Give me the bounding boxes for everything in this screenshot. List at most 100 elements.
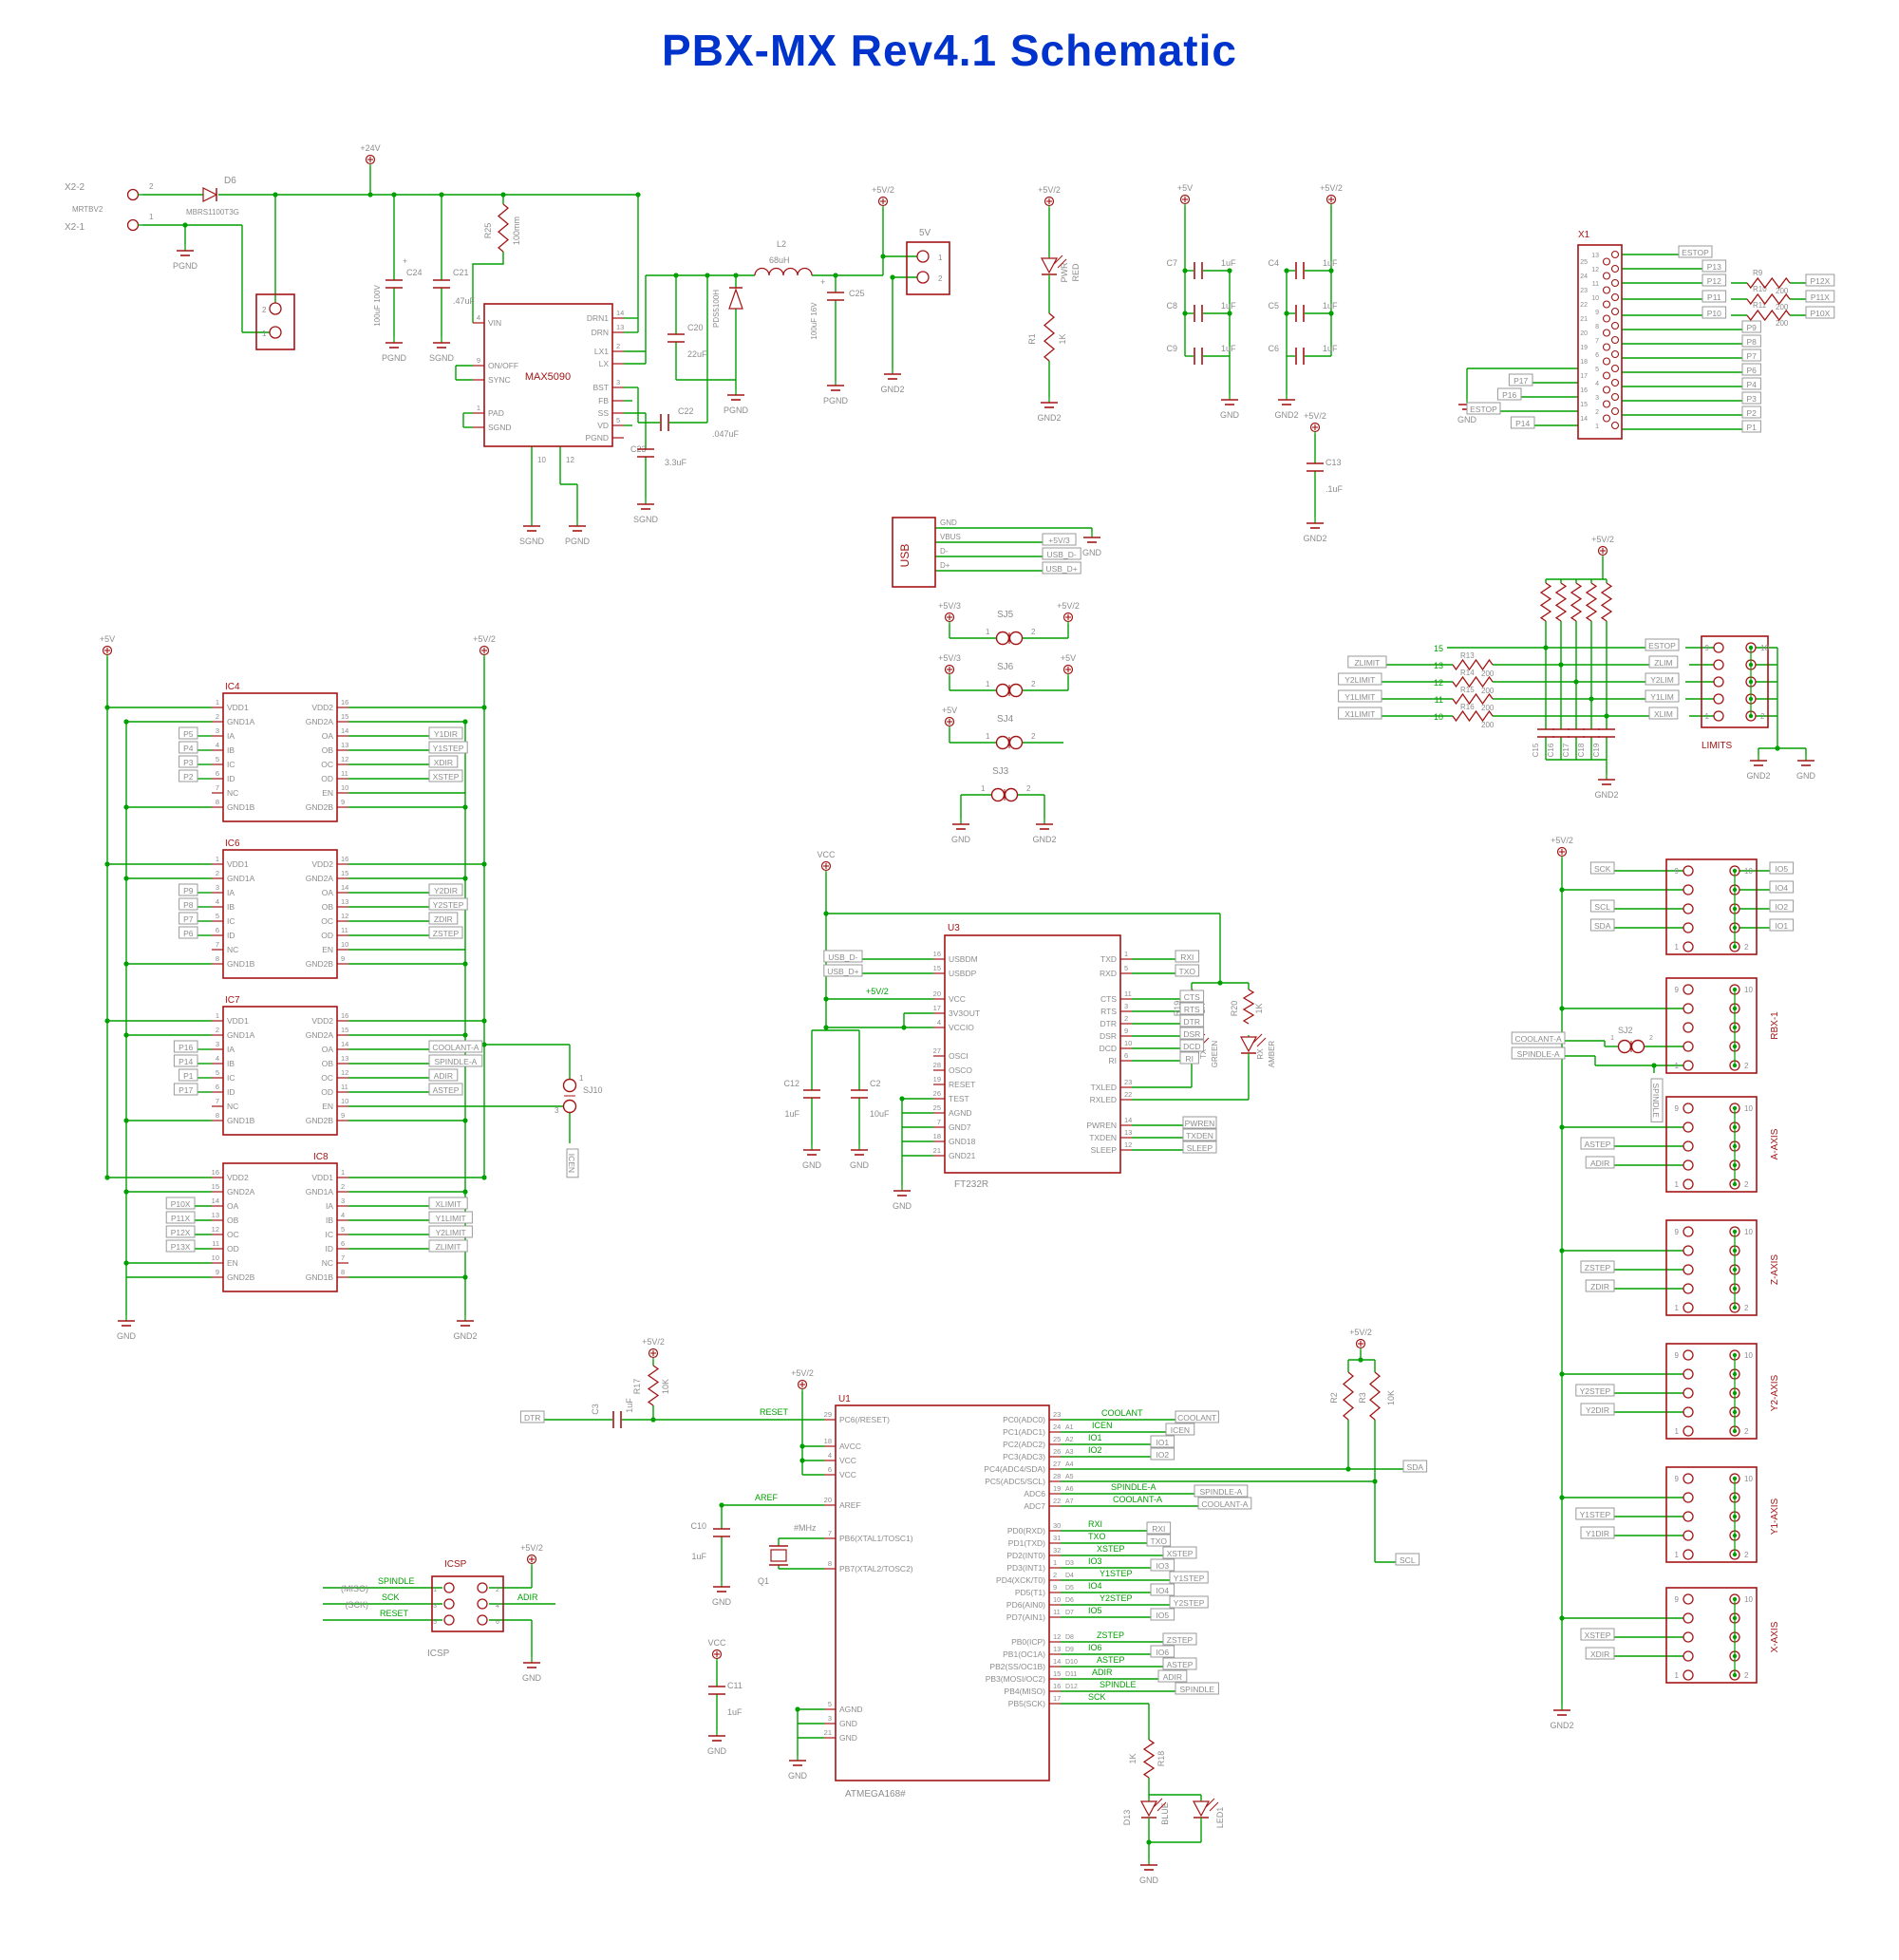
junction-dot	[123, 1189, 129, 1195]
pin-number: 9	[1675, 867, 1680, 876]
net-label: SCK	[382, 1592, 400, 1602]
junction-dot	[890, 274, 895, 280]
component-label: +	[403, 256, 407, 266]
pin-name: GND1B	[227, 802, 255, 812]
net-tag-label: XLIM	[1654, 709, 1673, 719]
net-tag-label: IO5	[1156, 1611, 1169, 1620]
junction-dot	[481, 1042, 487, 1047]
capacitor	[433, 279, 450, 289]
component-label: 2	[1031, 732, 1036, 741]
ground-label: GND2	[1274, 410, 1298, 420]
net-tag: P16	[173, 1040, 198, 1053]
net-tag-label: Y2STEP	[433, 900, 464, 910]
pin-name: GND1B	[227, 1116, 255, 1125]
net-tag-label: P17	[1514, 376, 1528, 386]
net-tag-label: P12	[1707, 276, 1721, 286]
net-tag-box	[1585, 1156, 1615, 1169]
junction-dot	[673, 273, 679, 278]
component-label: C17	[1562, 743, 1570, 757]
connector-pad-icon	[1683, 1283, 1694, 1294]
connector-pad-icon	[1610, 364, 1620, 373]
net-tag-label: ICEN	[1171, 1425, 1190, 1435]
pin-name: VD	[597, 421, 609, 430]
pin-number: 7	[216, 783, 219, 792]
component-label: RED	[1071, 263, 1081, 282]
jumper-pad-icon	[1008, 683, 1024, 698]
pin-number: 14	[1124, 1116, 1132, 1124]
connector-pad-icon	[1713, 659, 1724, 670]
ground-symbol: PGND	[382, 337, 406, 363]
pin-number: 31	[1053, 1534, 1061, 1542]
pin-alias: D8	[1065, 1634, 1074, 1641]
component-label: 2	[496, 1587, 499, 1593]
junction-dot	[481, 861, 487, 867]
pin-number: 30	[1053, 1521, 1061, 1530]
junction-dot	[462, 719, 468, 725]
junction-dot	[123, 719, 129, 725]
resistor	[1043, 312, 1056, 362]
component-label: 200	[1776, 319, 1789, 328]
net-tag: USB_D-	[1042, 547, 1081, 560]
ground-symbol: GND	[117, 1315, 137, 1341]
component-label: 200	[1776, 287, 1789, 295]
pin-number: 1	[1705, 712, 1710, 721]
component-label: R15	[1460, 686, 1475, 694]
net-tag-box	[179, 741, 198, 754]
net-tag-box	[823, 964, 863, 977]
net-tag-box	[1645, 689, 1680, 703]
component-label: L2	[777, 239, 786, 249]
net-label: ASTEP	[1097, 1655, 1125, 1665]
net-tag: P17	[1508, 373, 1533, 386]
net-tag: COOLANT-A	[1197, 1497, 1252, 1510]
net-tag-box	[1580, 1526, 1615, 1539]
pin-name: LX1	[594, 347, 609, 356]
net-tag-box	[1580, 1260, 1615, 1273]
net-tag: ESTOP	[1678, 245, 1713, 258]
pin-number: 2	[1744, 1551, 1749, 1559]
net-tag-box	[1466, 402, 1501, 415]
ic-ref: U3	[948, 923, 960, 933]
pin-number: 13	[341, 897, 348, 906]
net-tag-label: Y1DIR	[1586, 1529, 1609, 1538]
pin-number: 8	[828, 1559, 832, 1568]
net-tag-label: XDIR	[434, 758, 453, 767]
net-tag: IO4	[1769, 880, 1795, 894]
pin-number: 18	[824, 1437, 832, 1445]
net-tag-label: IO2	[1775, 902, 1788, 912]
net-tag-box	[1805, 273, 1835, 287]
component-label: R3	[1358, 1392, 1367, 1404]
ground-symbol: SGND	[519, 520, 544, 546]
pin-number: 10	[1053, 1595, 1061, 1604]
component-label: TX	[1199, 1048, 1208, 1059]
net-tag: P4	[179, 741, 198, 754]
pin-number: 3	[341, 1197, 345, 1205]
ground-label: GND	[788, 1771, 808, 1781]
power-symbol: +5V/2	[520, 1543, 543, 1566]
net-tag-label: SLEEP	[1187, 1143, 1213, 1153]
net-tag: USB_D+	[823, 964, 863, 977]
resistor	[1342, 1371, 1355, 1421]
pin-name: GND1B	[227, 959, 255, 969]
capacitor	[1583, 728, 1600, 738]
connector-pad-icon	[1683, 1387, 1694, 1399]
ground-symbol: GND2	[1303, 518, 1327, 543]
component-label: Z-AXIS	[1770, 1254, 1780, 1286]
junction-dot	[1227, 268, 1232, 273]
connector-pad-icon	[1610, 406, 1620, 416]
net-tag-box	[1702, 290, 1727, 303]
pin-number: 11	[341, 769, 348, 778]
pin-name: OA	[322, 1045, 334, 1054]
net-tag: TXO	[1146, 1534, 1172, 1547]
net-tag: SPINDLE-A	[1194, 1484, 1249, 1498]
net-tag-box	[1182, 1116, 1217, 1129]
net-label: IO5	[1088, 1606, 1102, 1615]
ic-body	[222, 1162, 338, 1292]
net-tag-label: Y2DIR	[1586, 1405, 1609, 1415]
pin-name: BST	[592, 383, 609, 392]
led-arrow-icon	[1205, 1798, 1215, 1808]
net-tag: SDA	[1402, 1460, 1428, 1473]
junction-dot	[823, 1025, 829, 1030]
net-tag-label: COOLANT-A	[1515, 1034, 1562, 1044]
capacitor	[1568, 728, 1585, 738]
